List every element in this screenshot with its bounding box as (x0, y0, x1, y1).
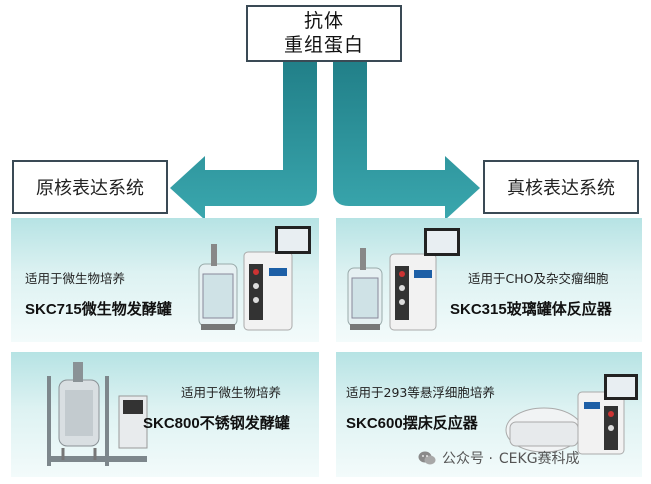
left-arrow (170, 60, 317, 220)
prokaryotic-system-box: 原核表达系统 (12, 160, 168, 214)
panel-subtitle: 适用于微生物培养 (181, 385, 282, 400)
panel-skc715: 适用于微生物培养 SKC715微生物发酵罐 (11, 218, 319, 342)
right-arrow (333, 60, 480, 220)
panel-title: SKC715微生物发酵罐 (25, 301, 172, 318)
watermark: 公众号 · CEKG赛科成 (418, 448, 580, 468)
panel-skc600: 适用于293等悬浮细胞培养 SKC600摆床反应器 (336, 352, 642, 477)
fermenter-image (198, 226, 311, 331)
glass-bioreactor-image (347, 228, 460, 331)
top-line2: 重组蛋白 (283, 33, 364, 56)
watermark-name: CEKG赛科成 (498, 451, 580, 467)
top-box-antibody-protein: 抗体 重组蛋白 (246, 5, 402, 62)
panel-title: SKC600摆床反应器 (346, 415, 478, 432)
eukaryotic-system-box: 真核表达系统 (483, 160, 639, 214)
top-line1: 抗体 (303, 9, 344, 32)
wechat-icon (418, 451, 436, 465)
panel-skc800: 适用于微生物培养 SKC800不锈钢发酵罐 (11, 352, 319, 477)
rocking-bioreactor-image (505, 374, 638, 455)
panel-title: SKC315玻璃罐体反应器 (450, 301, 612, 318)
panel-subtitle: 适用于CHO及杂交瘤细胞 (468, 271, 609, 286)
stainless-fermenter-image (47, 362, 148, 466)
watermark-prefix: 公众号 · (442, 451, 493, 467)
panel-subtitle: 适用于293等悬浮细胞培养 (346, 385, 495, 400)
panel-subtitle: 适用于微生物培养 (25, 271, 126, 286)
panel-skc315: 适用于CHO及杂交瘤细胞 SKC315玻璃罐体反应器 (336, 218, 642, 342)
panel-title: SKC800不锈钢发酵罐 (143, 415, 290, 432)
